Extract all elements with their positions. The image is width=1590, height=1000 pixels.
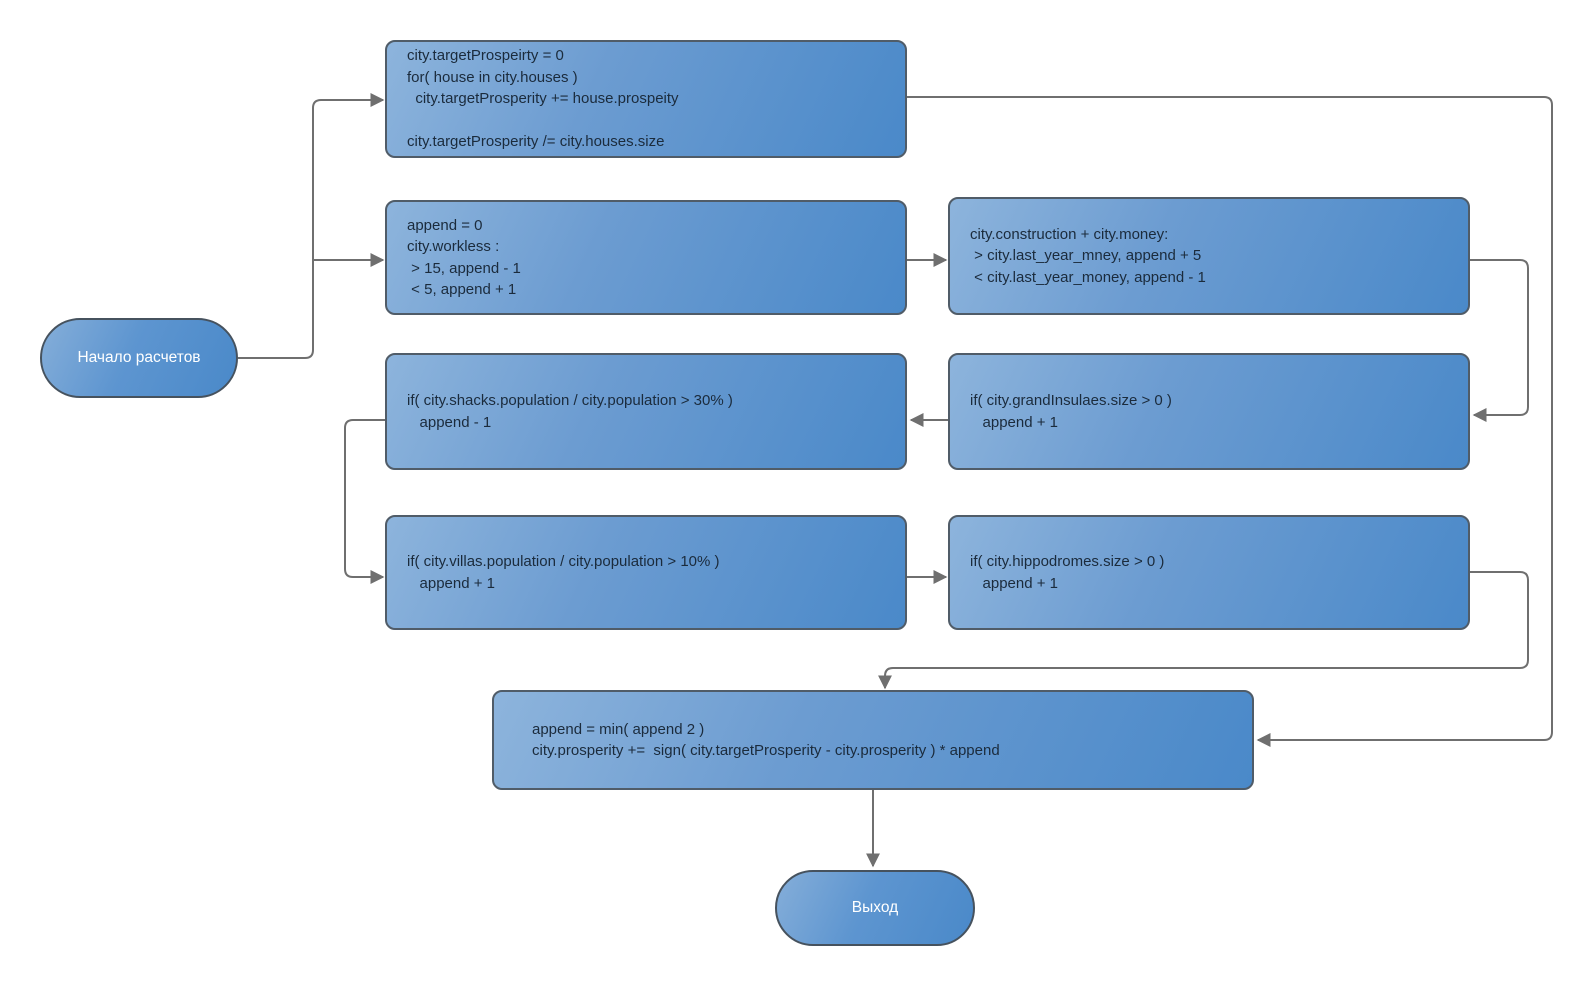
end-node: Выход (775, 870, 975, 946)
process-node-villas: if( city.villas.population / city.popula… (385, 515, 907, 630)
process-node-workless: append = 0 city.workless : > 15, append … (385, 200, 907, 315)
process-node-text: append = 0 city.workless : > 15, append … (407, 216, 521, 299)
connector-box4-box6 (344, 419, 385, 584)
process-node-text: if( city.hippodromes.size > 0 ) append +… (970, 553, 1165, 592)
end-node-label: Выход (851, 899, 899, 916)
process-node-construction-money: city.construction + city.money: > city.l… (948, 197, 1470, 315)
process-node-target-prosperity: city.targetProspeirty = 0 for( house in … (385, 40, 907, 158)
start-node: Начало расчетов (40, 318, 238, 398)
process-node-text: city.construction + city.money: > city.l… (970, 225, 1206, 286)
process-node-shacks: if( city.shacks.population / city.popula… (385, 353, 907, 470)
process-node-text: if( city.villas.population / city.popula… (407, 553, 720, 592)
process-node-text: append = min( append 2 ) city.prosperity… (532, 720, 1000, 760)
process-node-text: city.targetProspeirty = 0 for( house in … (407, 47, 679, 151)
connector-box3-box5 (1470, 259, 1529, 422)
process-node-grand-insulae: if( city.grandInsulaes.size > 0 ) append… (948, 353, 1470, 470)
process-node-text: if( city.grandInsulaes.size > 0 ) append… (970, 392, 1172, 431)
connector-start-box1 (238, 93, 385, 359)
process-node-hippodromes: if( city.hippodromes.size > 0 ) append +… (948, 515, 1470, 630)
process-node-final-prosperity: append = min( append 2 ) city.prosperity… (492, 690, 1254, 790)
process-node-text: if( city.shacks.population / city.popula… (407, 392, 733, 431)
start-node-label: Начало расчетов (77, 349, 201, 366)
